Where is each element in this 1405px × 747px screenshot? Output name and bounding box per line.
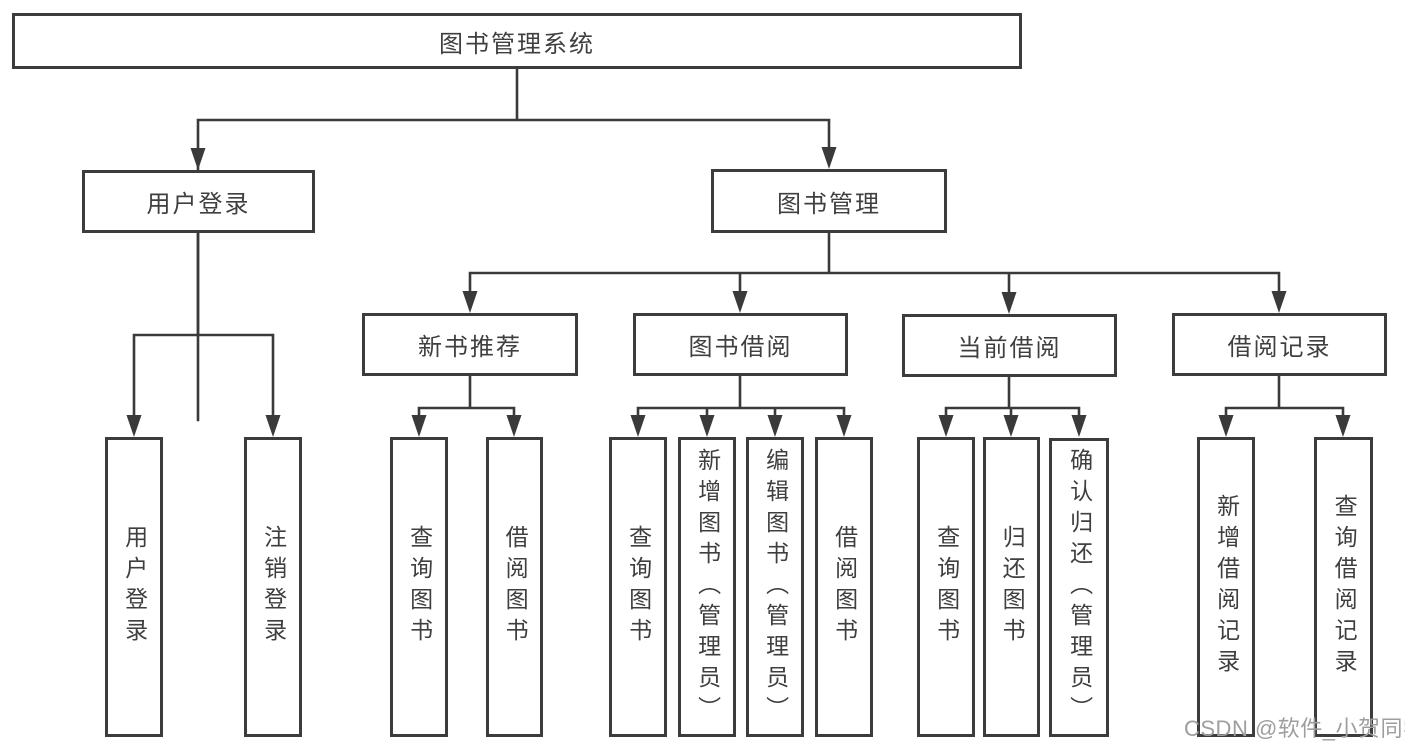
leaf-current-query-books: 查询图书 bbox=[917, 437, 975, 737]
edges-book-management-to-level3 bbox=[468, 231, 1281, 298]
node-label: 查询借阅记录 bbox=[1331, 494, 1358, 680]
edges-book-borrowing-to-leaves bbox=[636, 374, 846, 423]
leaf-borrowing-edit-books-admin: 编辑图书（管理员） bbox=[746, 437, 804, 737]
node-label: 新增图书（管理员） bbox=[694, 447, 721, 727]
leaf-borrowing-borrow-books: 借阅图书 bbox=[815, 437, 873, 737]
leaf-current-return-books: 归还图书 bbox=[983, 437, 1040, 737]
node-label: 查询图书 bbox=[933, 525, 960, 649]
leaf-borrowing-query-books: 查询图书 bbox=[609, 437, 667, 737]
node-book-management: 图书管理 bbox=[711, 169, 947, 233]
node-label: 归还图书 bbox=[999, 525, 1026, 649]
csdn-watermark: CSDN @软件_小贺同学 bbox=[1184, 716, 1405, 741]
leaf-logout-login: 注销登录 bbox=[244, 437, 302, 737]
node-library-management-system: 图书管理系统 bbox=[12, 13, 1022, 69]
leaf-records-query-borrow-record: 查询借阅记录 bbox=[1314, 437, 1373, 737]
node-label: 借阅记录 bbox=[1227, 334, 1332, 361]
leaf-borrowing-add-books-admin: 新增图书（管理员） bbox=[678, 437, 736, 737]
node-label: 图书管理 bbox=[777, 190, 881, 218]
node-label: 当前借阅 bbox=[957, 335, 1062, 362]
arrowheads bbox=[126, 147, 1351, 437]
edges-borrowing-records-to-leaves bbox=[1224, 374, 1345, 423]
leaf-recommend-borrow-books: 借阅图书 bbox=[486, 437, 543, 737]
node-label: 用户登录 bbox=[121, 525, 148, 649]
node-new-book-recommend: 新书推荐 bbox=[362, 313, 578, 376]
leaf-recommend-query-books: 查询图书 bbox=[390, 437, 448, 737]
node-label: 图书管理系统 bbox=[439, 30, 595, 58]
node-label: 借阅图书 bbox=[502, 525, 529, 649]
node-label: 用户登录 bbox=[146, 191, 251, 218]
node-label: 图书借阅 bbox=[688, 334, 793, 361]
node-label: 注销登录 bbox=[260, 525, 287, 649]
edges-new-book-recommend-to-leaves bbox=[417, 374, 516, 423]
node-user-login: 用户登录 bbox=[82, 170, 315, 233]
node-label: 查询图书 bbox=[625, 525, 652, 649]
node-current-borrowing: 当前借阅 bbox=[902, 314, 1117, 377]
node-label: 编辑图书（管理员） bbox=[762, 447, 789, 727]
node-label: 查询图书 bbox=[406, 525, 433, 649]
leaf-current-confirm-return-admin: 确认归还（管理员） bbox=[1049, 438, 1109, 737]
edges-user-login-to-leaves bbox=[132, 231, 275, 421]
node-label: 确认归还（管理员） bbox=[1066, 448, 1093, 727]
leaf-records-add-borrow-record: 新增借阅记录 bbox=[1197, 437, 1255, 737]
edges-current-borrowing-to-leaves bbox=[944, 375, 1081, 423]
node-label: 借阅图书 bbox=[831, 525, 858, 649]
node-label: 新增借阅记录 bbox=[1213, 494, 1240, 680]
node-borrowing-records: 借阅记录 bbox=[1172, 313, 1387, 376]
edges-root-to-level2 bbox=[196, 67, 831, 422]
node-book-borrowing: 图书借阅 bbox=[633, 313, 848, 376]
leaf-user-login: 用户登录 bbox=[105, 437, 163, 737]
node-label: 新书推荐 bbox=[418, 334, 522, 361]
